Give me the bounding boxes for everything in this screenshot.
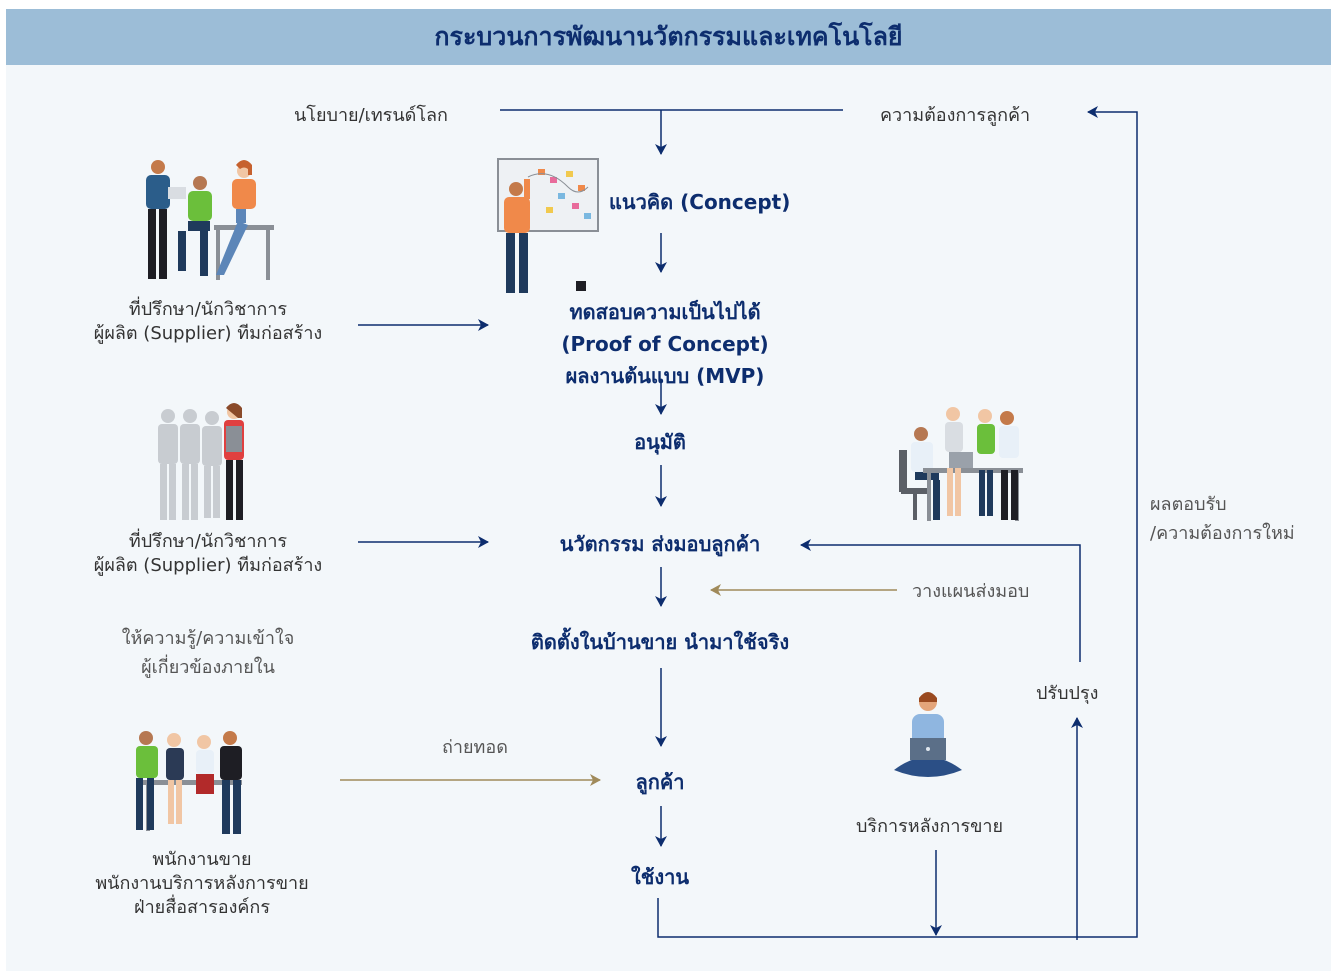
step-concept: แนวคิด (Concept) [609,190,791,214]
group1-line1: ที่ปรึกษา/นักวิชาการ [128,299,288,320]
staff-line2: พนักงานบริการหลังการขาย [95,873,309,894]
feedback-line1: ผลตอบรับ [1150,494,1227,515]
step-approve: อนุมัติ [634,430,686,454]
improve-to-innovation-line [800,539,1081,662]
poc-line-1: ทดสอบความเป็นไปได้ [569,300,761,324]
knowledge-line1: ให้ความรู้/ความเข้าใจ [121,628,295,649]
delivery-plan-label: วางแผนส่งมอบ [912,581,1030,602]
policy-trend-label: นโยบาย/เทรนด์โลก [294,105,448,126]
feedback-line2: /ความต้องการใหม่ [1150,523,1295,544]
staff-label: พนักงานขาย พนักงานบริการหลังการขาย ฝ่ายส… [62,848,342,920]
step-use: ใช้งาน [630,865,689,889]
feedback-label: ผลตอบรับ /ความต้องการใหม่ [1150,490,1295,548]
step-customer: ลูกค้า [635,770,685,794]
staff-line3: ฝ่ายสื่อสารองค์กร [134,897,270,918]
diagram-title: กระบวนการพัฒนานวัตกรรมและเทคโนโลยี [434,22,903,51]
improve-label: ปรับปรุง [1036,683,1099,704]
after-sales-label: บริการหลังการขาย [856,816,1004,837]
knowledge-line2: ผู้เกี่ยวข้องภายใน [141,657,275,678]
poc-line-2: (Proof of Concept) [561,332,769,356]
stakeholders-group-illustration [158,403,244,520]
poc-line-3: ผลงานต้นแบบ (MVP) [565,364,765,388]
customer-needs-label: ความต้องการลูกค้า [880,105,1031,126]
transfer-label: ถ่ายทอด [442,737,508,758]
after-sales-person-illustration [894,692,962,777]
step-install-use: ติดตั้งในบ้านขาย นำมาใช้จริง [530,630,790,654]
stakeholders-group-1-label: ที่ปรึกษา/นักวิชาการ ผู้ผลิต (Supplier) … [70,298,346,346]
stakeholders-group-2-label: ที่ปรึกษา/นักวิชาการ ผู้ผลิต (Supplier) … [70,530,346,578]
step-innovation-delivery: นวัตกรรม ส่งมอบลูกค้า [559,532,761,556]
step-proof-of-concept: ทดสอบความเป็นไปได้ (Proof of Concept) ผล… [525,296,805,392]
group2-line2: ผู้ผลิต (Supplier) ทีมก่อสร้าง [93,555,323,576]
group2-line1: ที่ปรึกษา/นักวิชาการ [128,531,288,552]
sales-staff-illustration [136,731,242,834]
knowledge-sharing-label: ให้ความรู้/ความเข้าใจ ผู้เกี่ยวข้องภายใน [70,624,346,682]
use-to-bottom-line [657,106,1138,938]
concept-board-illustration [497,158,599,293]
office-team-illustration [899,407,1023,521]
title-banner: กระบวนการพัฒนานวัตกรรมและเทคโนโลยี [6,9,1331,65]
consultants-team-illustration [146,160,274,280]
staff-line1: พนักงานขาย [152,849,252,870]
group1-line2: ผู้ผลิต (Supplier) ทีมก่อสร้าง [93,323,323,344]
